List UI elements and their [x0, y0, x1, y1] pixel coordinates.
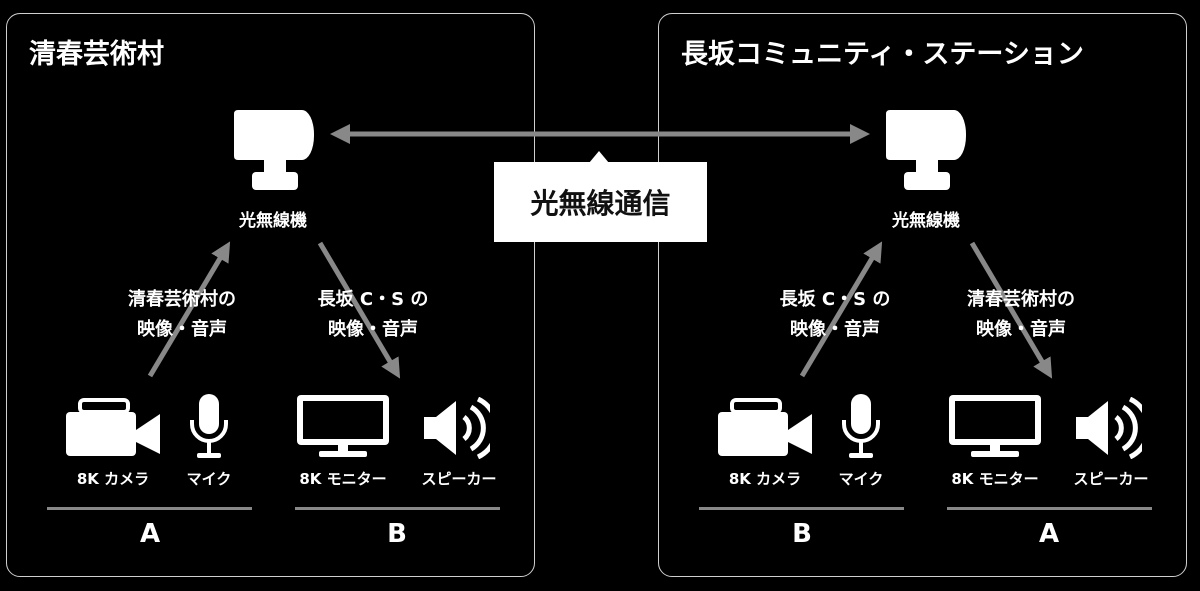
device-label-optical-left: 光無線機 — [239, 211, 307, 231]
label-line: 映像・音声 — [790, 319, 880, 340]
label-line: 清春芸術村の — [128, 289, 236, 310]
device-label-camera: 8K カメラ — [728, 470, 802, 488]
speaker-icon — [1076, 397, 1142, 459]
microphone-icon — [190, 394, 228, 458]
left-up-arrow — [147, 241, 231, 378]
optical-wireless-unit-icon — [234, 110, 314, 190]
optical-wireless-unit-icon — [886, 110, 966, 190]
label-line: 映像・音声 — [137, 319, 227, 340]
right-up-label: 長坂 C・S の 映像・音声 — [780, 285, 891, 345]
label-line: 清春芸術村の — [967, 289, 1075, 310]
left-up-label: 清春芸術村の 映像・音声 — [128, 285, 236, 345]
device-label-mic: マイク — [186, 470, 232, 488]
group-divider — [699, 507, 904, 510]
group-label-right-b: B — [792, 519, 812, 549]
label-line: 映像・音声 — [328, 319, 418, 340]
callout-pointer — [589, 151, 609, 163]
panel-title: 清春芸術村 — [29, 39, 164, 70]
group-label-left-a: A — [139, 519, 161, 549]
group-label-left-b: B — [387, 519, 407, 549]
panel-title: 長坂コミュニティ・ステーション — [681, 39, 1084, 70]
link-label: 光無線通信 — [530, 187, 671, 220]
monitor-icon — [297, 395, 389, 457]
right-down-label: 清春芸術村の 映像・音声 — [967, 285, 1075, 345]
speaker-icon — [424, 397, 490, 459]
link-label-box: 光無線通信 — [494, 162, 707, 242]
video-camera-icon — [718, 398, 812, 456]
device-label-camera: 8K カメラ — [76, 470, 150, 488]
monitor-icon — [949, 395, 1041, 457]
group-label-right-a: A — [1038, 519, 1060, 549]
left-down-arrow — [317, 241, 401, 379]
group-divider — [947, 507, 1152, 510]
panel-nagasaka: 長坂コミュニティ・ステーション — [658, 13, 1187, 577]
device-label-optical-right: 光無線機 — [892, 211, 960, 231]
panel-kiyoharu: 清春芸術村 — [6, 13, 535, 577]
group-divider — [47, 507, 252, 510]
group-divider — [295, 507, 500, 510]
video-camera-icon — [66, 398, 160, 456]
left-down-label: 長坂 C・S の 映像・音声 — [318, 285, 429, 345]
microphone-icon — [842, 394, 880, 458]
device-label-monitor: 8K モニター — [299, 470, 387, 488]
label-line: 映像・音声 — [976, 319, 1066, 340]
right-down-arrow — [969, 241, 1053, 379]
label-line: 長坂 C・S の — [779, 289, 891, 310]
device-label-speaker: スピーカー — [421, 470, 497, 488]
device-label-monitor: 8K モニター — [951, 470, 1039, 488]
device-label-mic: マイク — [838, 470, 884, 488]
device-label-speaker: スピーカー — [1073, 470, 1149, 488]
right-up-arrow — [799, 241, 883, 378]
label-line: 長坂 C・S の — [317, 289, 429, 310]
